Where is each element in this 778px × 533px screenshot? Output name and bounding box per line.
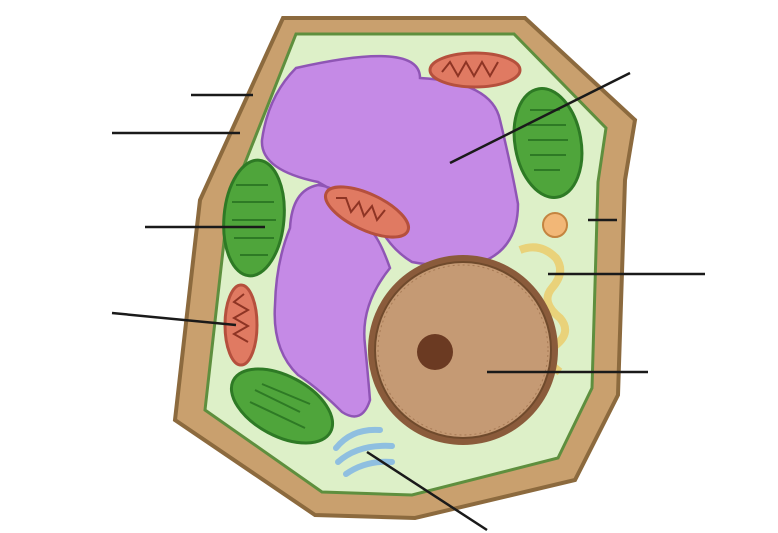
mitochondrion-icon [430, 53, 520, 87]
nucleolus [417, 334, 453, 370]
nucleus [368, 255, 558, 445]
vesicle-icon [543, 213, 567, 237]
